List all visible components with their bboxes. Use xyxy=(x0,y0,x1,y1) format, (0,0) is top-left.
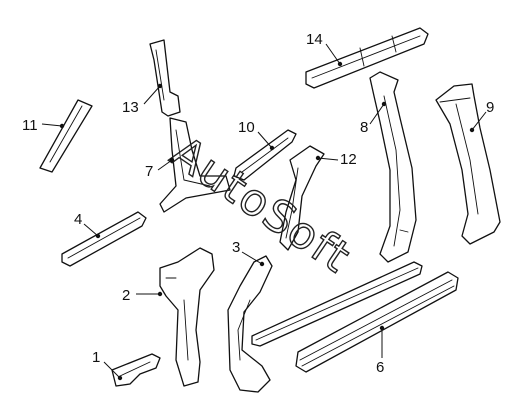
part-12-bracket xyxy=(279,145,325,251)
part-8-b-pillar xyxy=(369,71,417,263)
callout-4: 4 xyxy=(74,211,82,228)
callout-10: 10 xyxy=(238,119,255,136)
callout-3: 3 xyxy=(232,239,240,256)
callout-1: 1 xyxy=(92,349,100,366)
part-14-roof-bow xyxy=(305,27,429,89)
part-11-panel xyxy=(39,99,93,173)
part-13-pillar-upper xyxy=(149,39,181,117)
callout-6: 6 xyxy=(376,359,384,376)
part-4-sill-reinforcement xyxy=(61,211,147,267)
part-rocker-panel xyxy=(251,261,423,347)
callout-7: 7 xyxy=(145,163,153,180)
part-1-bracket xyxy=(111,353,161,387)
part-3-a-pillar-inner xyxy=(227,255,273,393)
callout-13: 13 xyxy=(122,99,139,116)
part-6-sill-outer xyxy=(295,271,459,373)
part-2-a-pillar-lower xyxy=(159,247,215,387)
part-7-bracket xyxy=(159,117,231,213)
callout-2: 2 xyxy=(122,287,130,304)
callout-8: 8 xyxy=(360,119,368,136)
callout-9: 9 xyxy=(486,99,494,116)
part-9-b-pillar-inner xyxy=(435,83,501,245)
leader-lines xyxy=(41,43,487,381)
part-10-rail xyxy=(233,129,297,181)
callout-14: 14 xyxy=(306,31,323,48)
callout-12: 12 xyxy=(340,151,357,168)
callout-11: 11 xyxy=(22,117,38,134)
